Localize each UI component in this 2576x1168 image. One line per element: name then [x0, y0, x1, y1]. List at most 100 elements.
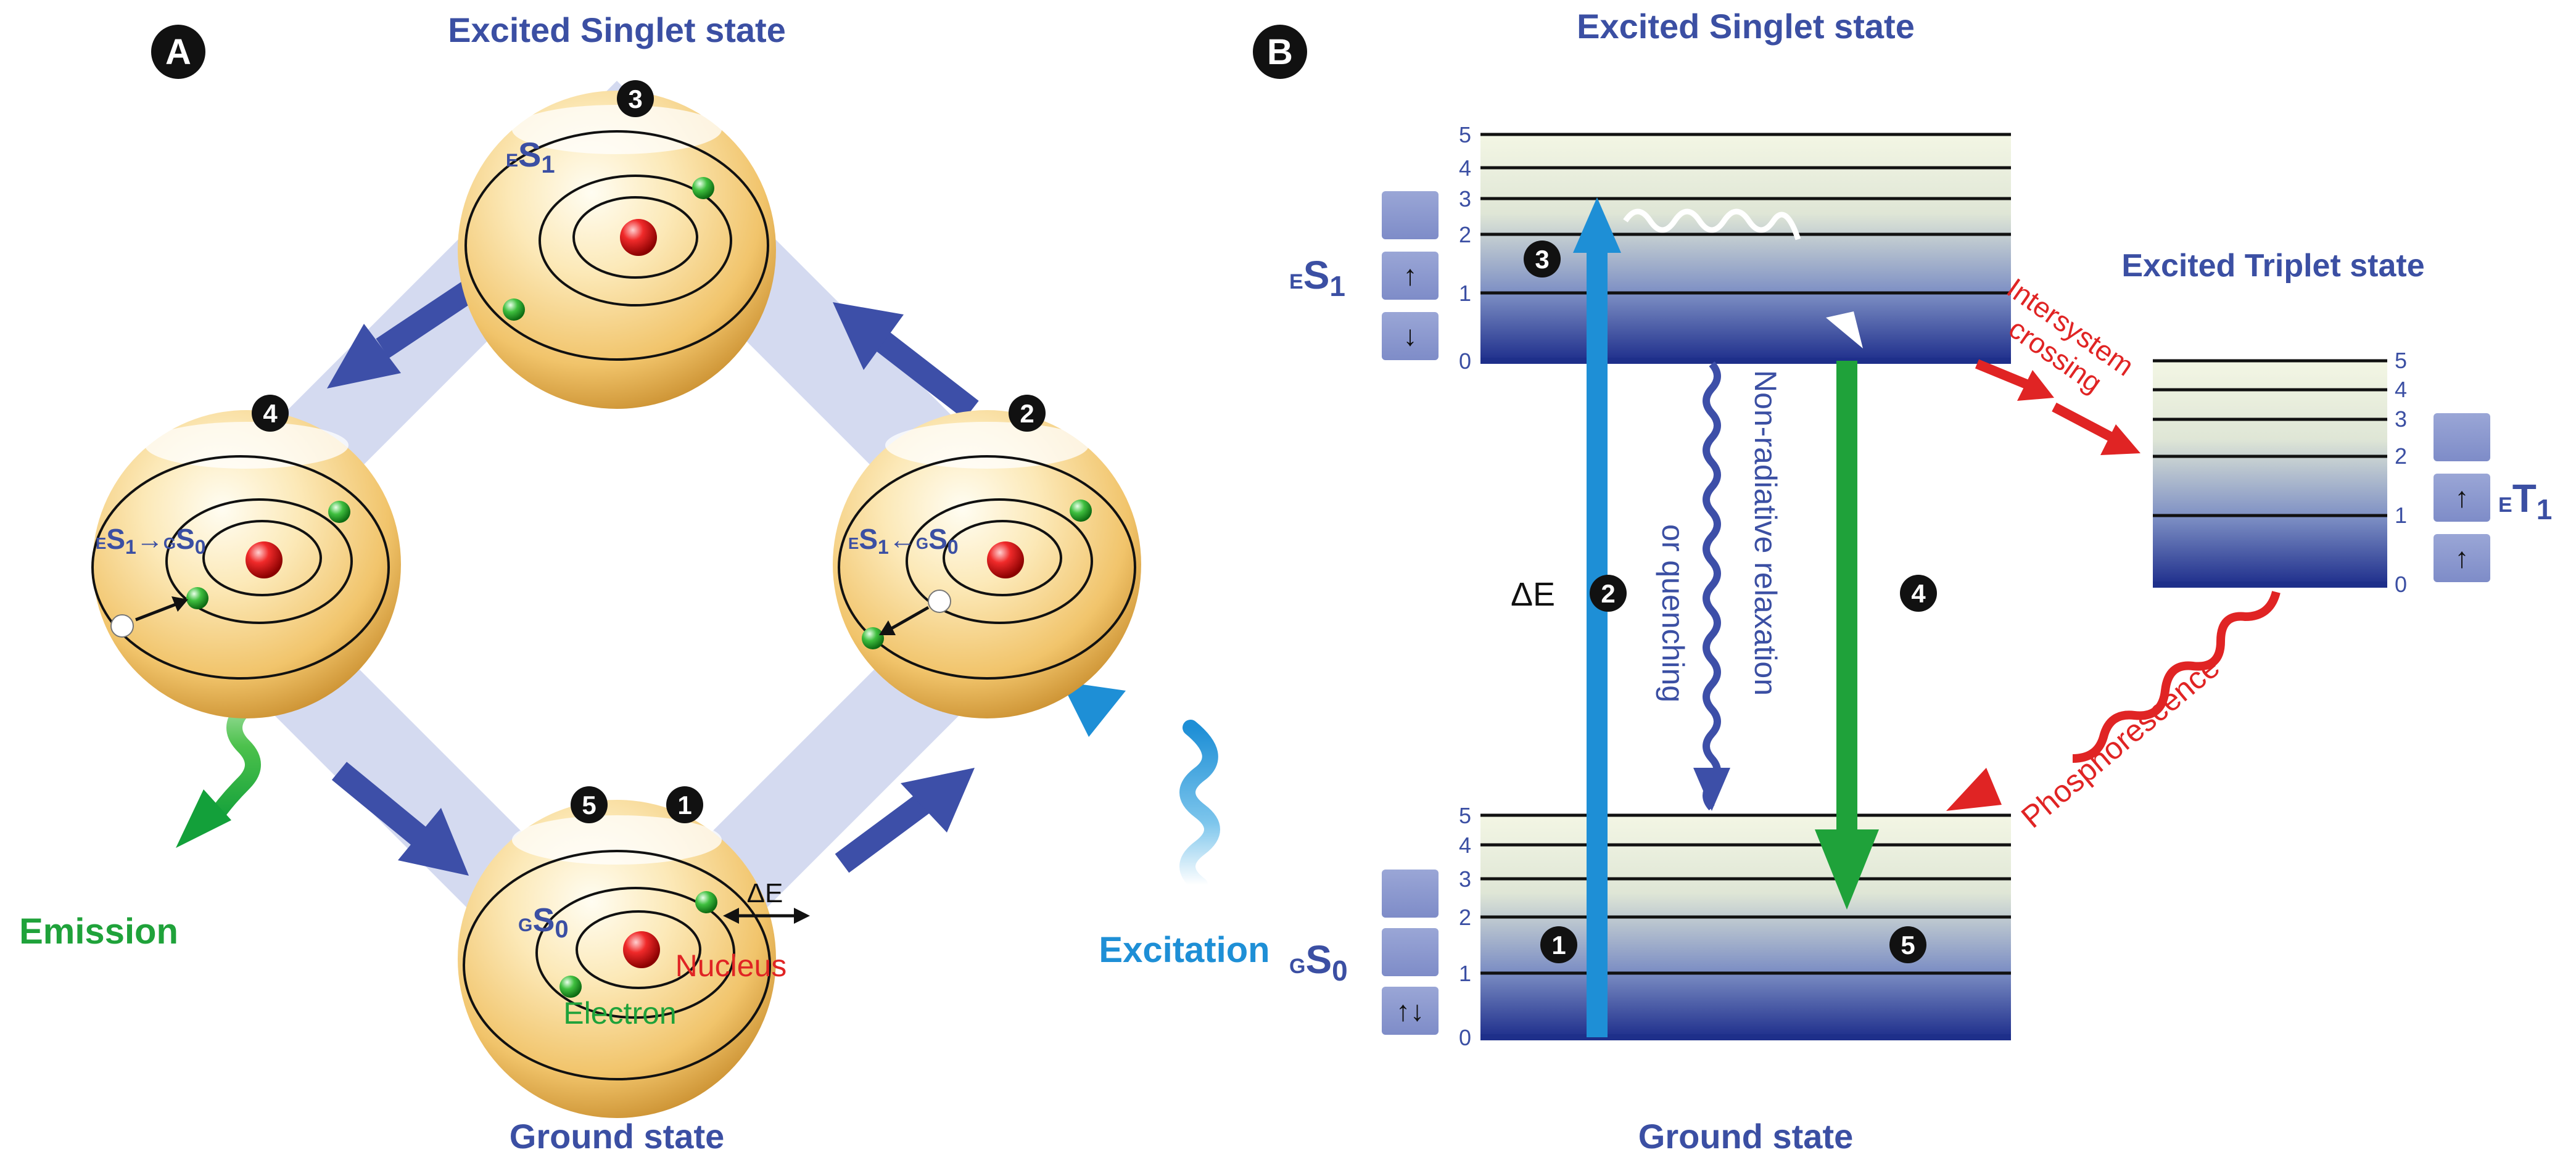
step-badge-3: [1524, 241, 1561, 278]
atom-left-step-badge: [252, 395, 289, 432]
atom-bottom-electron-a: [695, 891, 717, 913]
panel-a-badge-label: A: [165, 32, 191, 72]
atom-bottom-delta-e: ΔE: [747, 878, 783, 908]
non-radiative-head: [1693, 768, 1730, 811]
svg-text:4: 4: [1459, 155, 1471, 181]
non-radiative-label-1: Non-radiative relaxation: [1748, 370, 1783, 696]
panel-a-top-title: Excited Singlet state: [448, 10, 786, 49]
atom-bottom-delta-e-head-left: [723, 908, 739, 924]
vibrational-relaxation-wave: [1623, 208, 1801, 241]
step-badge-2: [1590, 575, 1627, 612]
s0-spin-boxes: ↑↓: [1382, 870, 1439, 1035]
atom-bottom: 5 1 GS0 ΔE Nucleus Electron: [458, 786, 810, 1118]
atom-right-electron-a: [1070, 500, 1092, 522]
step-5: 5: [1901, 931, 1915, 960]
atom-top-electron-a: [692, 177, 714, 199]
cycle-arrow-right-top-head: [833, 302, 904, 370]
atom-left-transition-label: ES1→GS0: [96, 523, 206, 558]
panel-a-bottom-title: Ground state: [510, 1117, 724, 1156]
atom-bottom-sphere: [458, 800, 776, 1118]
atom-bottom-nucleus: [623, 931, 660, 968]
cycle-arrow-left-bottom-head: [398, 808, 469, 876]
step-3: 3: [1535, 245, 1549, 274]
svg-text:0: 0: [2395, 572, 2407, 597]
panel-b-bottom-title: Ground state: [1638, 1117, 1853, 1156]
atom-top-orbit-outer: [464, 130, 769, 361]
excitation-bar-head: [1573, 197, 1621, 253]
s1-level-lines: [1480, 133, 2011, 364]
atom-right-transition-head: [879, 620, 896, 635]
isc-arrow-2: [2052, 402, 2115, 443]
non-radiative-label-2: or quenching: [1656, 524, 1690, 702]
atom-right-sphere: [833, 410, 1141, 718]
atom-right-orbit-middle: [906, 498, 1093, 624]
atom-left-step: 4: [263, 399, 278, 428]
step-1: 1: [1551, 931, 1566, 960]
atom-right-transition-label: ES1←GS0: [848, 523, 959, 558]
atom-bottom-delta-e-head-right: [794, 908, 810, 924]
atom-bottom-electron-label: Electron: [563, 996, 676, 1030]
svg-text:↓: ↓: [1403, 319, 1418, 352]
cycle-arrow-left-bottom: [331, 762, 434, 851]
isc-arrow-1-head: [2017, 370, 2054, 401]
s0-band: [1480, 815, 2011, 1037]
atom-left: 4 ES1→GS0: [91, 395, 401, 718]
phosphorescence-head: [1946, 768, 2002, 811]
panel-b-delta-e: ΔE: [1511, 576, 1555, 613]
atom-right-orbit-outer: [838, 455, 1136, 680]
svg-text:5: 5: [1459, 803, 1471, 828]
cycle-arrow-top-left-head: [327, 324, 401, 389]
panel-a: A Excited Singlet state Ground state Emi…: [19, 10, 1270, 1156]
svg-text:1: 1: [2395, 503, 2407, 528]
atom-right-step-badge: [1009, 395, 1046, 432]
step-badge-5: [1889, 926, 1926, 963]
atom-bottom-orbit-middle: [535, 887, 735, 1019]
non-radiative-wave: [1703, 361, 1721, 811]
t1-spin-boxes: ↑ ↑: [2434, 413, 2490, 582]
atom-left-orbit-middle: [165, 498, 353, 624]
svg-text:1: 1: [1459, 281, 1471, 306]
svg-text:1: 1: [1459, 961, 1471, 986]
atom-top-step: 3: [628, 84, 642, 113]
atom-top: 3 ES1: [458, 80, 776, 409]
atom-left-electron-empty: [110, 614, 134, 638]
svg-text:3: 3: [1459, 186, 1471, 212]
t1-band: [2153, 361, 2387, 585]
emission-label: Emission: [19, 911, 178, 952]
s1-spin-boxes: ↑ ↓: [1382, 191, 1439, 360]
atom-left-electron-a: [328, 501, 350, 523]
atom-bottom-step-5: 5: [582, 791, 596, 820]
phosphorescence-wave: [2072, 591, 2281, 763]
vibrational-relaxation-head: [1826, 311, 1863, 348]
s0-level-lines: [1480, 813, 2011, 1040]
atom-top-step-badge: [617, 80, 654, 117]
svg-text:↑: ↑: [1403, 259, 1418, 291]
atom-right-electron-empty: [928, 590, 951, 613]
step-badge-1: [1540, 926, 1577, 963]
svg-text:2: 2: [1459, 905, 1471, 930]
cycle-arrow-bottom-right: [835, 792, 933, 873]
svg-text:5: 5: [1459, 122, 1471, 147]
excitation-wave: [1179, 720, 1220, 893]
t1-state-label: ET1: [2498, 476, 2552, 525]
svg-text:0: 0: [1459, 1025, 1471, 1050]
phosphorescence-label: Phosphorescence: [2015, 649, 2226, 834]
svg-text:2: 2: [2395, 443, 2407, 469]
excitation-arrowhead: [1061, 681, 1126, 737]
svg-text:↑↓: ↑↓: [1396, 995, 1424, 1027]
svg-text:5: 5: [2395, 348, 2407, 373]
atom-bottom-orbit-inner: [576, 910, 701, 989]
atom-right: 2 ES1←GS0: [833, 395, 1141, 718]
atom-right-nucleus: [987, 541, 1024, 578]
svg-text:3: 3: [1459, 866, 1471, 892]
atom-left-electron-b: [186, 587, 208, 609]
step-2: 2: [1601, 579, 1615, 608]
atom-left-nucleus: [246, 541, 283, 578]
panel-b-badge-label: B: [1267, 32, 1293, 72]
step-4: 4: [1911, 579, 1926, 608]
atom-bottom-electron-b: [559, 976, 582, 998]
atom-right-step: 2: [1020, 399, 1034, 428]
svg-text:0: 0: [1459, 348, 1471, 374]
cycle-arrow-right-top: [869, 326, 979, 420]
